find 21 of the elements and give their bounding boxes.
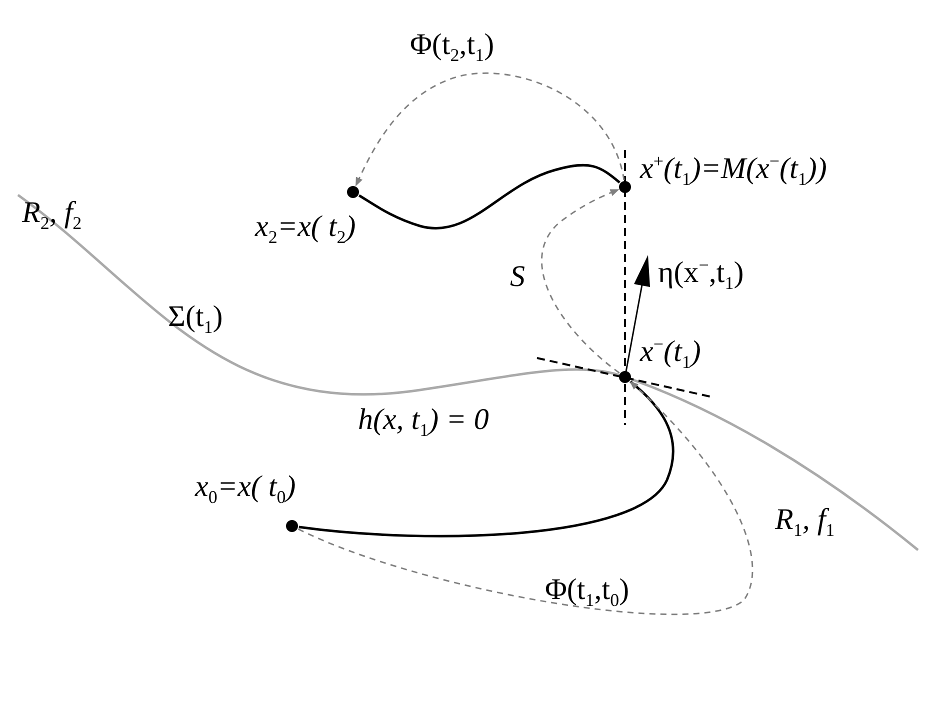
trajectory-curve [298,380,674,538]
dashed-arrow [355,72,625,186]
point-label: x$^{−}$(t$_{1}$) [640,335,701,371]
vector-label: η(x$^{−}$,t$_{1}$) [658,256,744,292]
dashed-arrow [298,380,753,616]
point-label: x$_{0}$=x( t$_{0}$) [195,472,296,506]
equation-label: h(x, t$_{1}$) = 0 [358,405,489,439]
region-label: R$_{2}$, f$_{2}$ [22,198,82,232]
point-dot [619,181,631,193]
point-dot [619,371,631,383]
point-dot [347,186,359,198]
point-dot [286,520,298,532]
surface-label: Σ(t$_{1}$) [168,302,223,336]
edge-label: Φ(t$_{1}$,t$_{0}$) [545,575,630,609]
edge-label: S [510,262,525,292]
dashed-arrow [541,188,620,374]
point-label: x$^{+}$(t$_{1}$)=M(x$^{−}$(t$_{1}$)) [640,152,827,188]
edge-label: Φ(t$_{2}$,t$_{1}$) [410,30,494,64]
point-label: x$_{2}$=x( t$_{2}$) [255,212,356,246]
trajectory-curve [358,164,620,230]
region-label: R$_{1}$, f$_{1}$ [775,505,835,539]
